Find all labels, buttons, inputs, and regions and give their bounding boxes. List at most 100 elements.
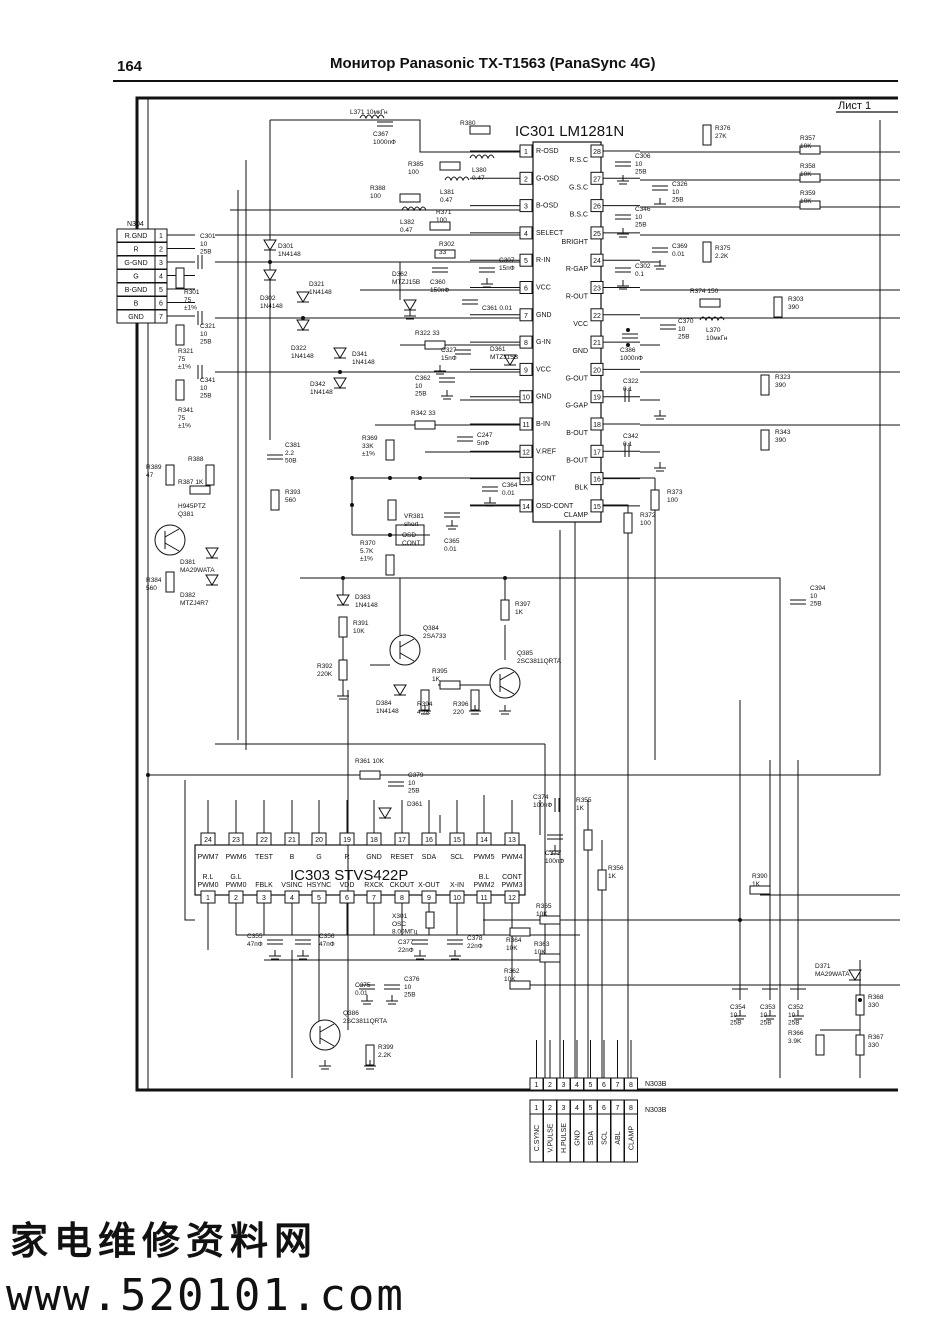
ic301-pin-name: GND xyxy=(536,394,552,401)
component-value: 25B xyxy=(200,393,212,400)
resistor-symbol xyxy=(175,324,185,346)
component-value: MTZJ15B xyxy=(392,279,420,286)
component-value: 390 xyxy=(775,437,786,444)
ic303-pin-box xyxy=(421,832,437,846)
resistor-symbol xyxy=(205,464,215,486)
ground-symbol xyxy=(319,1060,331,1070)
ic301-pin-number: 18 xyxy=(593,422,601,429)
resistor-symbol xyxy=(385,554,395,576)
ic303-pin-box xyxy=(228,890,244,904)
component-value: MA29WATA xyxy=(815,971,850,978)
component-ref: L370 xyxy=(706,327,721,334)
component-value: 22пФ xyxy=(398,947,414,954)
component-ref: C386 xyxy=(620,347,636,354)
ic301-pin-box xyxy=(590,472,604,486)
ground-symbol xyxy=(617,175,629,185)
component-value: 25B xyxy=(404,992,416,999)
component-value: 330 xyxy=(868,1042,879,1049)
resistor-symbol xyxy=(650,489,660,511)
junction-dot xyxy=(341,576,345,580)
component-ref: C381 xyxy=(285,442,301,449)
ic301-pin-number: 12 xyxy=(522,449,530,456)
component-value: 10K xyxy=(800,171,812,178)
n303b-pin-number: 4 xyxy=(575,1082,579,1089)
ic301-pin-number: 1 xyxy=(524,149,528,156)
component-value: 2.2 xyxy=(285,450,294,457)
junction-dot xyxy=(301,316,305,320)
n304-pin-name: G-GND xyxy=(124,260,147,267)
component-value: 2SA733 xyxy=(423,633,447,640)
ic303-pin-name: GND xyxy=(366,854,382,861)
component-value: 0.01 xyxy=(502,490,515,497)
component-symbols xyxy=(146,114,865,1070)
wire xyxy=(300,577,781,1078)
component-ref: L371 10мкГн xyxy=(350,109,388,116)
component-value: 0.1 xyxy=(635,271,644,278)
component-ref: C342 xyxy=(623,433,639,440)
component-value: 10 xyxy=(730,1012,738,1019)
resistor-symbol xyxy=(773,296,783,318)
ic301-pin-name: B.S.C xyxy=(570,212,588,219)
ic303-pin-box xyxy=(339,890,355,904)
component-value: 27K xyxy=(715,133,727,140)
n304-pin-name: R xyxy=(133,247,138,254)
ic301-pin-number: 26 xyxy=(593,204,601,211)
component-value: 10 xyxy=(635,161,643,168)
component-value: 220K xyxy=(317,671,333,678)
component-value: 4.7K xyxy=(417,709,431,716)
component-ref: C302 xyxy=(635,263,651,270)
diode-symbol xyxy=(296,291,310,303)
n303b-pin-number: 2 xyxy=(548,1082,552,1089)
ic303-pin-box xyxy=(284,890,300,904)
component-value: 25B xyxy=(810,601,822,608)
component-ref: Q384 xyxy=(423,625,439,632)
component-value: 10K xyxy=(506,945,518,952)
diode-symbol xyxy=(378,807,392,819)
resistor-symbol xyxy=(500,599,510,621)
component-ref: R357 xyxy=(800,135,816,142)
component-ref: C362 xyxy=(415,375,431,382)
ground-symbol xyxy=(549,845,561,855)
ic303-pin-name: X-IN xyxy=(450,882,464,889)
component-ref: H945PTZ xyxy=(178,503,206,510)
ic301-pin-box xyxy=(590,362,604,376)
junction-dot xyxy=(350,503,354,507)
ic303-pin-number: 21 xyxy=(288,837,296,844)
component-ref: R321 xyxy=(178,348,194,355)
ic303-pin-box xyxy=(394,832,410,846)
component-value: 33K xyxy=(362,443,374,450)
component-value: 330 xyxy=(868,1002,879,1009)
ic301-pin-name: GND xyxy=(536,312,552,319)
ic303-pin-number: 12 xyxy=(508,895,516,902)
n303b-pin-name: ABL xyxy=(615,1131,622,1144)
ic303-body xyxy=(194,844,526,896)
ic301-pin-number: 13 xyxy=(522,477,530,484)
page-title: Монитор Panasonic TX-T1563 (PanaSync 4G) xyxy=(330,55,656,72)
component-ref: C373 xyxy=(545,850,561,857)
component-value: 10мкГн xyxy=(706,335,728,342)
component-value: 2SC3811QRTA xyxy=(517,658,562,665)
component-value: 25B xyxy=(200,249,212,256)
ic303-name: IC303 STVS422P xyxy=(290,867,408,884)
component-value: 10 xyxy=(415,383,423,390)
resistor-symbol xyxy=(439,680,461,690)
component-ref: D341 xyxy=(352,351,368,358)
n304-pin-number: 7 xyxy=(159,314,163,321)
resistor-symbol xyxy=(189,485,211,495)
ic303-pin-number: 3 xyxy=(262,895,266,902)
ic301-pin-name: VCC xyxy=(536,366,551,373)
component-ref: C341 xyxy=(200,377,216,384)
component-ref: Q385 xyxy=(517,650,533,657)
component-value: 220 xyxy=(453,709,464,716)
ic301-pin-number: 17 xyxy=(593,449,601,456)
ground-symbol xyxy=(481,278,493,288)
resistor-symbol xyxy=(815,1034,825,1056)
transistor-emitter xyxy=(499,685,515,695)
component-ref: D381 xyxy=(180,559,196,566)
ic303-pin-name: TEST xyxy=(255,854,274,861)
ic303-pin-name: RESET xyxy=(390,854,414,861)
ground-symbol xyxy=(446,520,458,530)
ic301-pin-box xyxy=(519,417,533,431)
ic303-pin-number: 17 xyxy=(398,837,406,844)
